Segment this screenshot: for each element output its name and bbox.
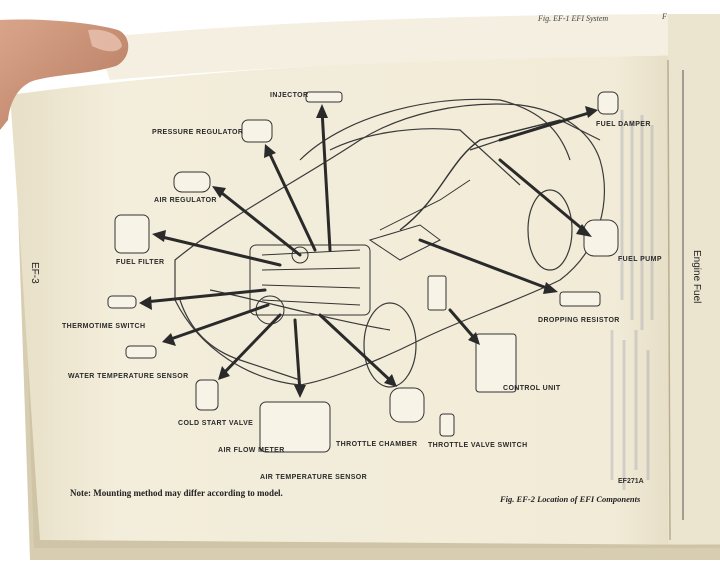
facing-page bbox=[668, 14, 720, 544]
injector-part bbox=[305, 91, 343, 103]
fuel-pump-part bbox=[583, 219, 619, 257]
label-fuel-filter: FUEL FILTER bbox=[116, 259, 165, 266]
page-mark: F bbox=[662, 12, 667, 21]
label-air-temperature-sensor: AIR TEMPERATURE SENSOR bbox=[260, 474, 368, 481]
label-throttle-valve-switch: THROTTLE VALVE SWITCH bbox=[428, 442, 528, 449]
thermotime-switch-part bbox=[107, 295, 137, 309]
thumbnail bbox=[88, 29, 122, 52]
page-curl bbox=[95, 14, 700, 80]
dropping-resistor-part bbox=[559, 291, 601, 307]
label-injector: INJECTOR bbox=[270, 92, 309, 99]
label-pressure-regulator: PRESSURE REGULATOR bbox=[152, 129, 244, 136]
air-regulator-part bbox=[173, 171, 211, 193]
label-fuel-damper: FUEL DAMPER bbox=[596, 121, 651, 128]
label-air-regulator: AIR REGULATOR bbox=[154, 197, 217, 204]
label-throttle-chamber: THROTTLE CHAMBER bbox=[336, 441, 418, 448]
air-flow-meter-part bbox=[259, 401, 331, 453]
page-number: EF-3 bbox=[29, 262, 40, 284]
running-title: Fig. EF-1 EFI System bbox=[538, 14, 609, 23]
arrow-heads bbox=[139, 104, 598, 398]
pressure-regulator-part bbox=[241, 119, 273, 143]
fuel-damper-part bbox=[597, 91, 619, 115]
label-dropping-resistor: DROPPING RESISTOR bbox=[538, 317, 620, 324]
gutter-line bbox=[667, 59, 671, 541]
figure-caption: Fig. EF-2 Location of EFI Components bbox=[500, 494, 641, 504]
figure-code: EF271A bbox=[618, 478, 644, 485]
component-sketches bbox=[107, 91, 619, 453]
control-unit-location bbox=[427, 275, 447, 311]
figure-note: Note: Mounting method may differ accordi… bbox=[70, 488, 283, 498]
label-water-temperature-sensor: WATER TEMPERATURE SENSOR bbox=[68, 373, 189, 380]
water-temp-sensor-part bbox=[125, 345, 157, 359]
control-unit-part bbox=[475, 333, 517, 393]
label-thermotime-switch: THERMOTIME SWITCH bbox=[62, 323, 146, 330]
bleed-through-text bbox=[610, 110, 654, 490]
cold-start-valve-part bbox=[195, 379, 219, 411]
pointer-arrows bbox=[143, 108, 594, 394]
throttle-valve-switch-part bbox=[439, 413, 455, 437]
section-title: Engine Fuel bbox=[691, 250, 702, 304]
label-air-flow-meter: AIR FLOW METER bbox=[218, 447, 285, 454]
throttle-chamber-part bbox=[389, 387, 425, 423]
fuel-line bbox=[399, 119, 561, 231]
label-fuel-pump: FUEL PUMP bbox=[618, 256, 662, 263]
label-control-unit: CONTROL UNIT bbox=[503, 385, 561, 392]
fuel-filter-part bbox=[114, 214, 150, 254]
label-cold-start-valve: COLD START VALVE bbox=[178, 420, 254, 427]
